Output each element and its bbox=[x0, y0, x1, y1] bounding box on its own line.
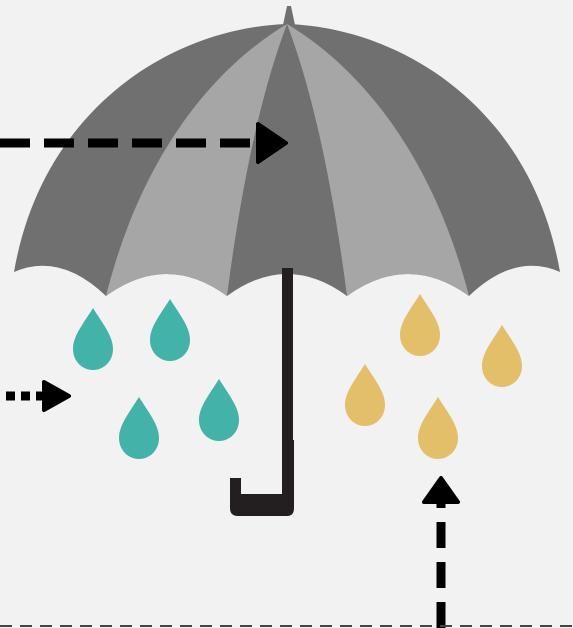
gold-raindrop-icon bbox=[400, 294, 440, 356]
gold-raindrops bbox=[345, 294, 522, 459]
gold-raindrop-icon bbox=[345, 364, 385, 426]
teal-raindrop-icon bbox=[119, 397, 159, 459]
arrow-right-icon bbox=[6, 382, 69, 410]
gold-raindrop-icon bbox=[418, 397, 458, 459]
gold-raindrop-icon bbox=[482, 325, 522, 387]
teal-raindrop-icon bbox=[73, 308, 113, 370]
umbrella-icon bbox=[14, 6, 560, 516]
teal-raindrop-icon bbox=[199, 379, 239, 441]
arrow-up-icon bbox=[424, 478, 458, 628]
umbrella-handle bbox=[230, 440, 294, 516]
teal-raindrops bbox=[73, 299, 239, 459]
umbrella-canopy bbox=[14, 24, 560, 296]
umbrella-tip bbox=[283, 6, 295, 25]
teal-raindrop-icon bbox=[150, 299, 190, 361]
